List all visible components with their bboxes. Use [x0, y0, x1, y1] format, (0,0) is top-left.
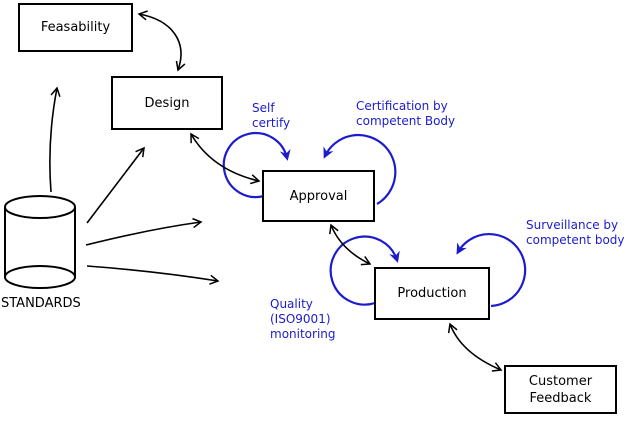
- node-feasability-label: Feasability: [40, 20, 111, 35]
- node-design-label: Design: [144, 95, 190, 111]
- node-production-label: Production: [397, 286, 467, 301]
- annotation-quality-monitoring: Quality (ISO9001) monitoring: [270, 297, 336, 341]
- standards-label: STANDARDS: [1, 296, 81, 311]
- arrow-standards-approval: [85, 217, 203, 246]
- surveillance-loop-arrow: [456, 233, 527, 308]
- certification-loop-arrow: [323, 134, 397, 205]
- node-design: Design: [111, 76, 223, 130]
- arrow-production-customer-feedback: [447, 322, 503, 372]
- node-feasability: Feasability: [18, 3, 133, 52]
- node-production: Production: [374, 267, 490, 320]
- arrow-feasability-design: [137, 10, 186, 72]
- arrow-standards-production: [86, 265, 220, 285]
- standards-database-icon: [4, 195, 76, 289]
- arrow-standards-feasability: [49, 86, 61, 193]
- arrow-standards-design: [86, 146, 145, 224]
- arrow-approval-production: [329, 223, 372, 266]
- node-approval-label: Approval: [289, 188, 348, 204]
- node-customer-feedback: Customer Feedback: [504, 365, 617, 414]
- annotation-self-certify: Self certify: [252, 101, 291, 130]
- annotation-certification: Certification by competent Body: [356, 99, 456, 128]
- arrow-design-approval: [190, 132, 261, 185]
- node-customer-feedback-label: Customer Feedback: [528, 373, 593, 406]
- annotation-surveillance: Surveillance by competent body: [526, 218, 625, 247]
- node-approval: Approval: [262, 170, 375, 222]
